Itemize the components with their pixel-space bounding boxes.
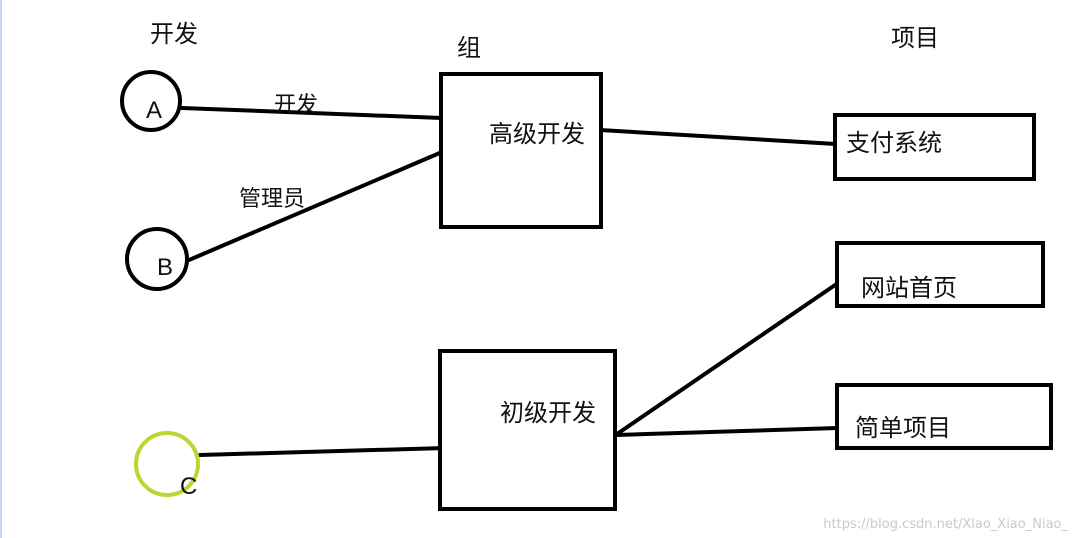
project-label-simple: 简单项目: [855, 414, 951, 442]
person-circle-c: [134, 431, 200, 497]
edge-junior-simple: [615, 426, 840, 437]
person-node-b: B: [125, 227, 189, 291]
project-box-homepage: [835, 241, 1045, 308]
project-box-payment: [833, 113, 1036, 181]
edge-label-admin: 管理员: [239, 187, 305, 212]
edge-senior-payment: [598, 128, 838, 146]
person-label-c: C: [180, 473, 197, 500]
project-label-homepage: 网站首页: [861, 274, 957, 302]
header-developers: 开发: [150, 20, 198, 48]
edge-junior-homepage: [615, 281, 840, 436]
edge-b-senior: [187, 150, 444, 262]
group-label-junior: 初级开发: [500, 399, 596, 427]
person-label-b: B: [157, 254, 173, 281]
person-node-a: A: [120, 70, 182, 132]
group-box-junior: [438, 349, 617, 511]
edge-a-senior: [180, 106, 444, 120]
project-node-payment: 支付系统: [833, 113, 1036, 181]
project-node-simple: 简单项目: [835, 383, 1053, 450]
edge-c-junior: [198, 446, 447, 457]
header-projects: 项目: [891, 24, 939, 52]
group-label-senior: 高级开发: [489, 120, 585, 148]
group-box-senior: [439, 72, 603, 229]
watermark-text: https://blog.csdn.net/Xiao_Xiao_Niao_: [823, 517, 1068, 532]
project-label-payment: 支付系统: [846, 129, 942, 157]
person-label-a: A: [146, 97, 162, 124]
person-circle-b: [125, 227, 189, 291]
edge-label-develop: 开发: [274, 93, 318, 118]
left-edge-rule: [0, 0, 2, 538]
header-groups: 组: [457, 34, 481, 62]
project-node-homepage: 网站首页: [835, 241, 1045, 308]
group-node-senior: 高级开发: [439, 72, 603, 229]
group-node-junior: 初级开发: [438, 349, 617, 511]
project-box-simple: [835, 383, 1053, 450]
person-circle-a: [120, 70, 182, 132]
person-node-c: C: [134, 431, 200, 500]
